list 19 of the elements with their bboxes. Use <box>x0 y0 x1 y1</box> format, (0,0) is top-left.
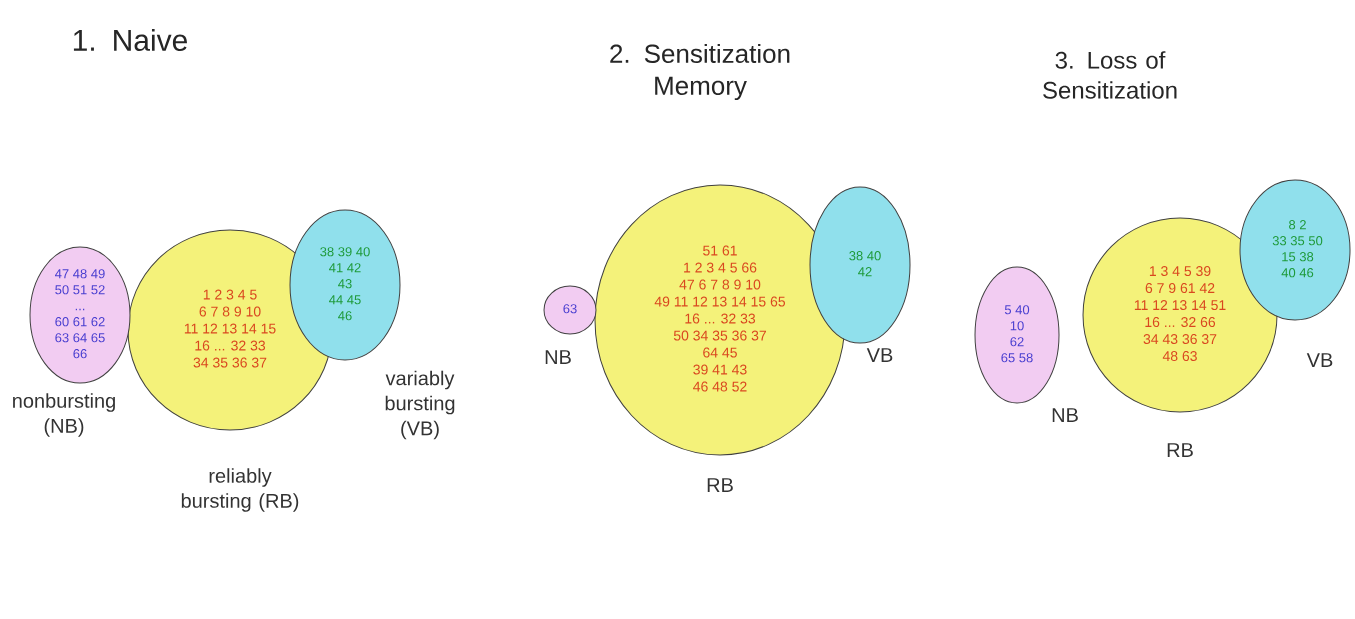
panel-title: 1. Naive <box>73 29 187 51</box>
group-label: nonbursting (NB) <box>13 393 115 437</box>
cell-group-blob: 47 48 49 50 51 52 ... 60 61 62 63 64 65 66 <box>29 246 131 384</box>
group-label: variably bursting (VB) <box>385 370 455 440</box>
cell-group-blob: 51 61 1 2 3 4 5 66 47 6 7 8 9 10 49 11 12 13 14 15 65 16 ... 32 33 50 34 35 36 37 64 45 39 41 43 46 48 52 <box>594 184 846 456</box>
panel-title: 2. Sensitization Memory <box>610 43 790 101</box>
group-label: NB <box>545 350 571 364</box>
cell-group-blob: 38 40 42 <box>809 186 911 344</box>
group-label: reliably bursting (RB) <box>181 468 299 512</box>
cell-group-blob: 63 <box>543 285 597 335</box>
group-label: RB <box>707 478 733 492</box>
group-label: NB <box>1052 408 1078 422</box>
cell-group-blob: 8 2 33 35 50 15 38 40 46 <box>1239 179 1351 321</box>
group-label: RB <box>1167 443 1193 457</box>
cell-group-blob: 38 39 40 41 42 43 44 45 46 <box>289 209 401 361</box>
group-label: VB <box>1306 353 1333 367</box>
cell-group-blob: 5 40 10 62 65 58 <box>974 266 1060 404</box>
group-label: VB <box>866 348 893 362</box>
panel-title: 3. Loss of Sensitization <box>1043 51 1177 99</box>
